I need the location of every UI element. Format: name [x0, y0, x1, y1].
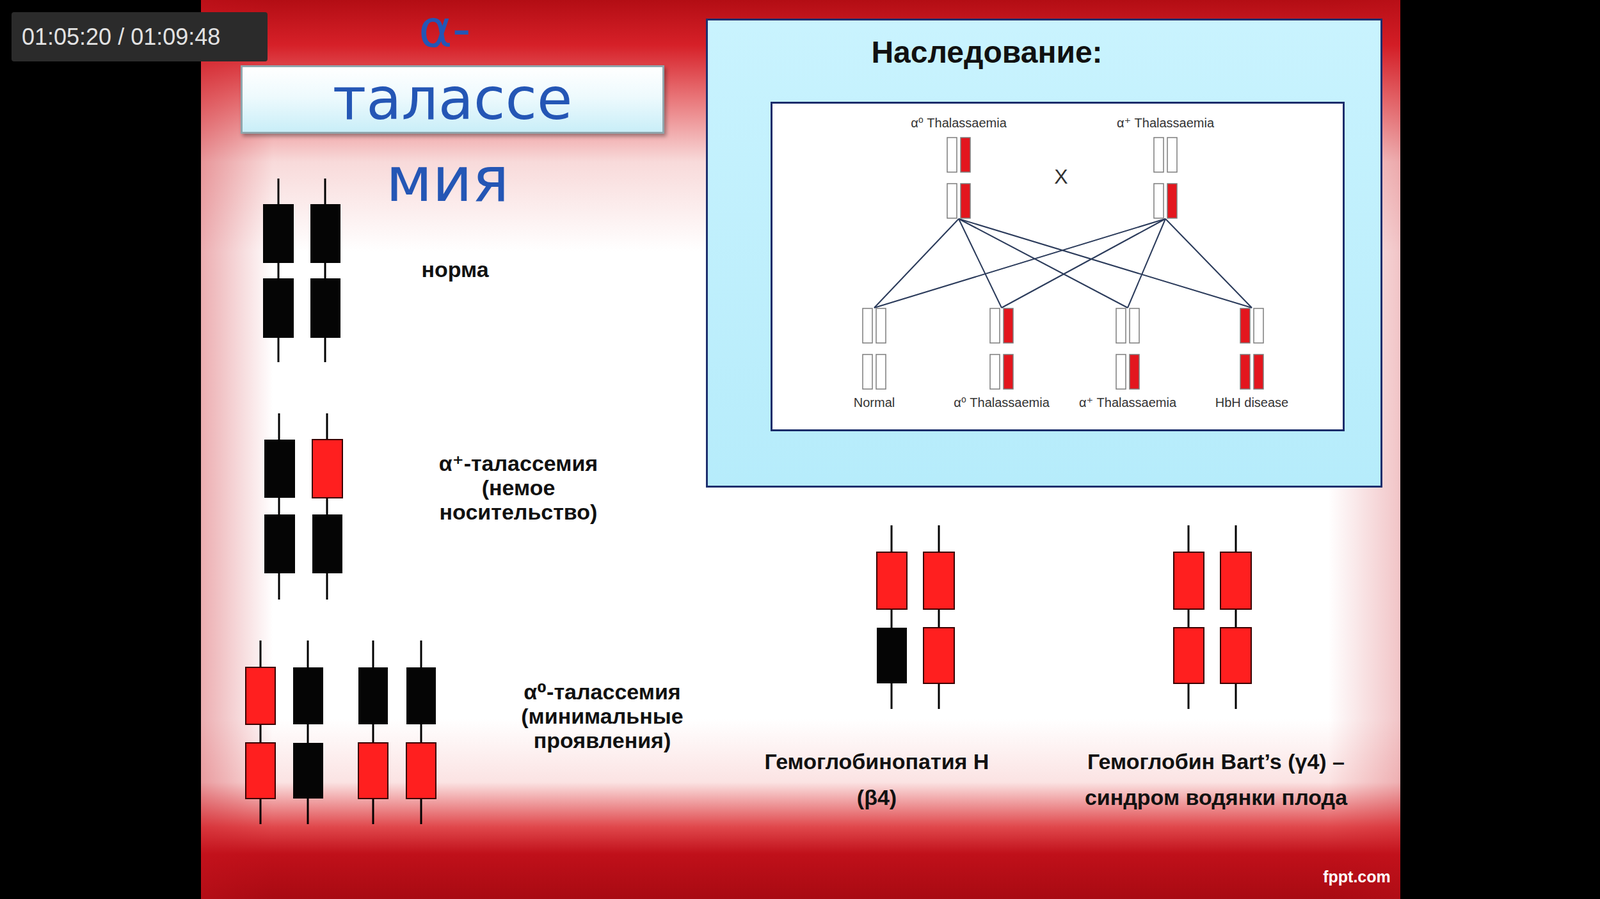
inheritance-line [958, 218, 1252, 308]
deleted-gene-box [960, 183, 971, 219]
gene-box [1116, 354, 1126, 390]
genotype-label: α⁰ Thalassaemia [910, 115, 1007, 131]
gene-box [264, 439, 296, 498]
deleted-gene-box [1003, 354, 1014, 390]
genotype-label: α⁺ Thalassaemia [1079, 394, 1177, 411]
watermark: fppt.com [1322, 867, 1391, 887]
genotype-figure [988, 307, 1015, 390]
genotype-label: α⁰ Thalassaemia [953, 394, 1050, 411]
gene-box [990, 308, 1000, 344]
deleted-gene-box [1240, 308, 1250, 344]
inheritance-line [874, 218, 1166, 308]
genotype-caption: α⁺-талассемия (немое носительство) [422, 451, 615, 525]
hbh-genotype [876, 525, 955, 710]
inheritance-line [1127, 218, 1166, 308]
gene-box [264, 514, 296, 574]
deleted-gene-box [1220, 627, 1252, 684]
genotype-node: α⁺ Thalassaemia [1079, 307, 1177, 411]
gene-box [1129, 308, 1140, 344]
genotype-figure [1239, 307, 1265, 390]
gene-box [358, 667, 388, 725]
gene-box [1253, 308, 1264, 344]
deleted-gene-box [876, 552, 907, 610]
timestamp-text: 01:05:20 / 01:09:48 [21, 12, 258, 62]
genotype-figure [1114, 307, 1141, 390]
gene-box [293, 743, 324, 799]
genotype-label: Normal [853, 394, 895, 411]
gene-box [1167, 137, 1177, 173]
gene-box [263, 204, 294, 264]
deleted-gene-box [1253, 354, 1264, 390]
gene-box [310, 204, 341, 264]
deleted-gene-box [245, 743, 276, 799]
deleted-gene-box [1173, 552, 1204, 610]
deleted-gene-box [923, 552, 955, 610]
alpha-zero-cis-genotype [245, 640, 324, 825]
genotype-label: HbH disease [1215, 394, 1289, 411]
deleted-gene-box [358, 743, 388, 799]
genotype-figure [861, 307, 888, 390]
cross-symbol: X [1054, 165, 1068, 189]
deleted-gene-box [960, 137, 971, 173]
deleted-gene-box [1240, 354, 1250, 390]
genotype-node: α⁰ Thalassaemia [953, 307, 1050, 411]
deleted-gene-box [923, 627, 955, 684]
inheritance-line [1165, 218, 1252, 308]
genotype-node: α⁺ Thalassaemia [1116, 115, 1215, 219]
inheritance-panel: Наследование: α⁰ Thalassaemia α⁺ Thalassae… [705, 18, 1383, 488]
gene-box [862, 354, 873, 390]
genotype-caption: норма [421, 257, 489, 283]
panel-heading: Наследование: [871, 34, 1103, 70]
gene-box [312, 514, 343, 574]
genotype-node: HbH disease [1215, 307, 1289, 411]
timestamp-box: 01:05:20 / 01:09:48 [11, 12, 268, 62]
genotype-label: α⁺ Thalassaemia [1116, 115, 1215, 131]
inheritance-line [958, 218, 1002, 308]
gene-box [1116, 308, 1126, 344]
title-fragment: α- [418, 0, 472, 59]
deleted-gene-box [406, 743, 436, 799]
alpha-zero-trans-genotype [358, 640, 436, 825]
barts-genotype [1173, 525, 1252, 710]
deleted-gene-box [1167, 183, 1177, 219]
deleted-gene-box [245, 667, 276, 725]
gene-box [947, 183, 957, 219]
alpha-plus-genotype [264, 413, 343, 600]
gene-box [1153, 183, 1164, 219]
connector-layer [707, 20, 1381, 486]
normal-genotype [263, 178, 341, 363]
genotype-figure [1152, 136, 1179, 219]
gene-box [876, 308, 886, 344]
genotype-node: α⁰ Thalassaemia [910, 115, 1007, 219]
genotype-caption: Гемоглобин Bart’s (γ4) – синдром водянки… [1065, 743, 1367, 816]
title-box: талассе [240, 65, 665, 134]
title-text: талассе [255, 67, 650, 131]
gene-box [406, 667, 436, 725]
deleted-gene-box [1220, 552, 1252, 610]
gene-box [263, 278, 294, 338]
gene-box [990, 354, 1000, 390]
genotype-node: Normal [853, 307, 895, 411]
gene-box [876, 627, 907, 684]
gene-box [310, 278, 341, 338]
deleted-gene-box [312, 439, 343, 498]
gene-box [876, 354, 886, 390]
inheritance-line [958, 218, 1128, 308]
genotype-caption: Гемоглобинопатия H (β4) [755, 743, 999, 816]
genotype-figure [945, 136, 972, 219]
deleted-gene-box [1003, 308, 1014, 344]
title-fragment: мия [385, 144, 510, 216]
deleted-gene-box [1129, 354, 1140, 390]
deleted-gene-box [1173, 627, 1204, 684]
gene-box [293, 667, 324, 725]
gene-box [947, 137, 957, 173]
gene-box [1153, 137, 1164, 173]
gene-box [862, 308, 873, 344]
genotype-caption: α⁰-талассемия (минимальные проявления) [503, 679, 702, 753]
inheritance-line [1001, 218, 1166, 308]
